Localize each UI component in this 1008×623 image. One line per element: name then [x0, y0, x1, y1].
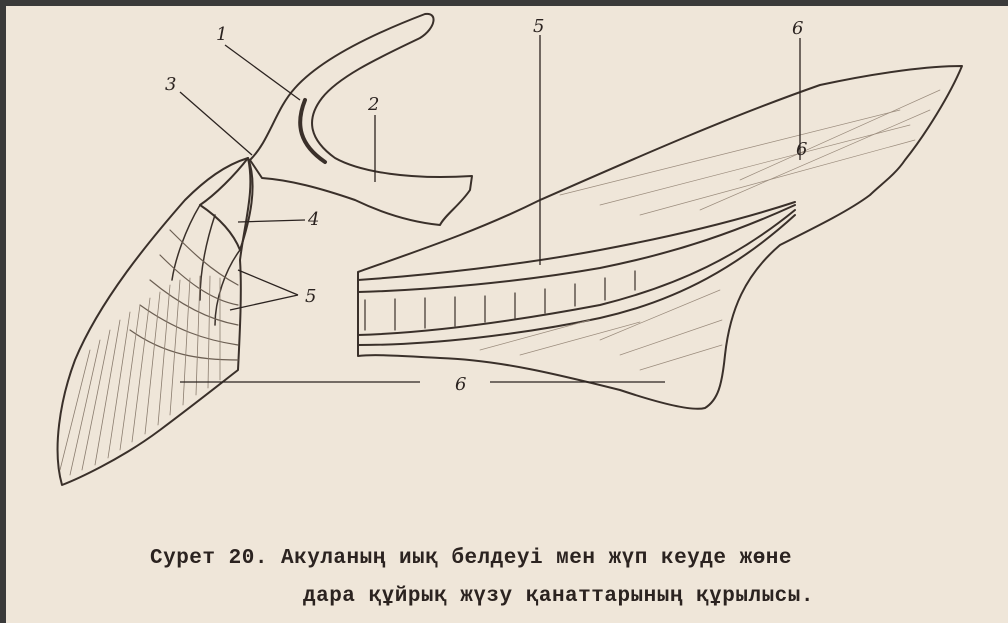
caption-line-1: Сурет 20. Акуланың иық белдеуі мен жүп к…: [150, 540, 792, 578]
label-6-top: 6: [792, 18, 803, 39]
scapular-process: [250, 14, 472, 225]
caption-line-2: дара құйрық жүзу қанаттарының құрылысы.: [303, 578, 814, 616]
label-2: 2: [367, 94, 379, 115]
label-6-tail-body: 6: [796, 139, 807, 160]
label-3: 3: [165, 74, 176, 95]
label-5-pectoral: 5: [305, 286, 316, 307]
anatomy-figure: 1 2 3 4 5 5 6 6 6: [0, 0, 1008, 540]
label-6-center: 6: [455, 374, 466, 395]
label-1: 1: [216, 24, 227, 45]
label-5-tail: 5: [533, 16, 544, 37]
label-4: 4: [307, 209, 319, 230]
basal-cartilage: [200, 158, 253, 250]
notochord-upper: [358, 202, 795, 280]
